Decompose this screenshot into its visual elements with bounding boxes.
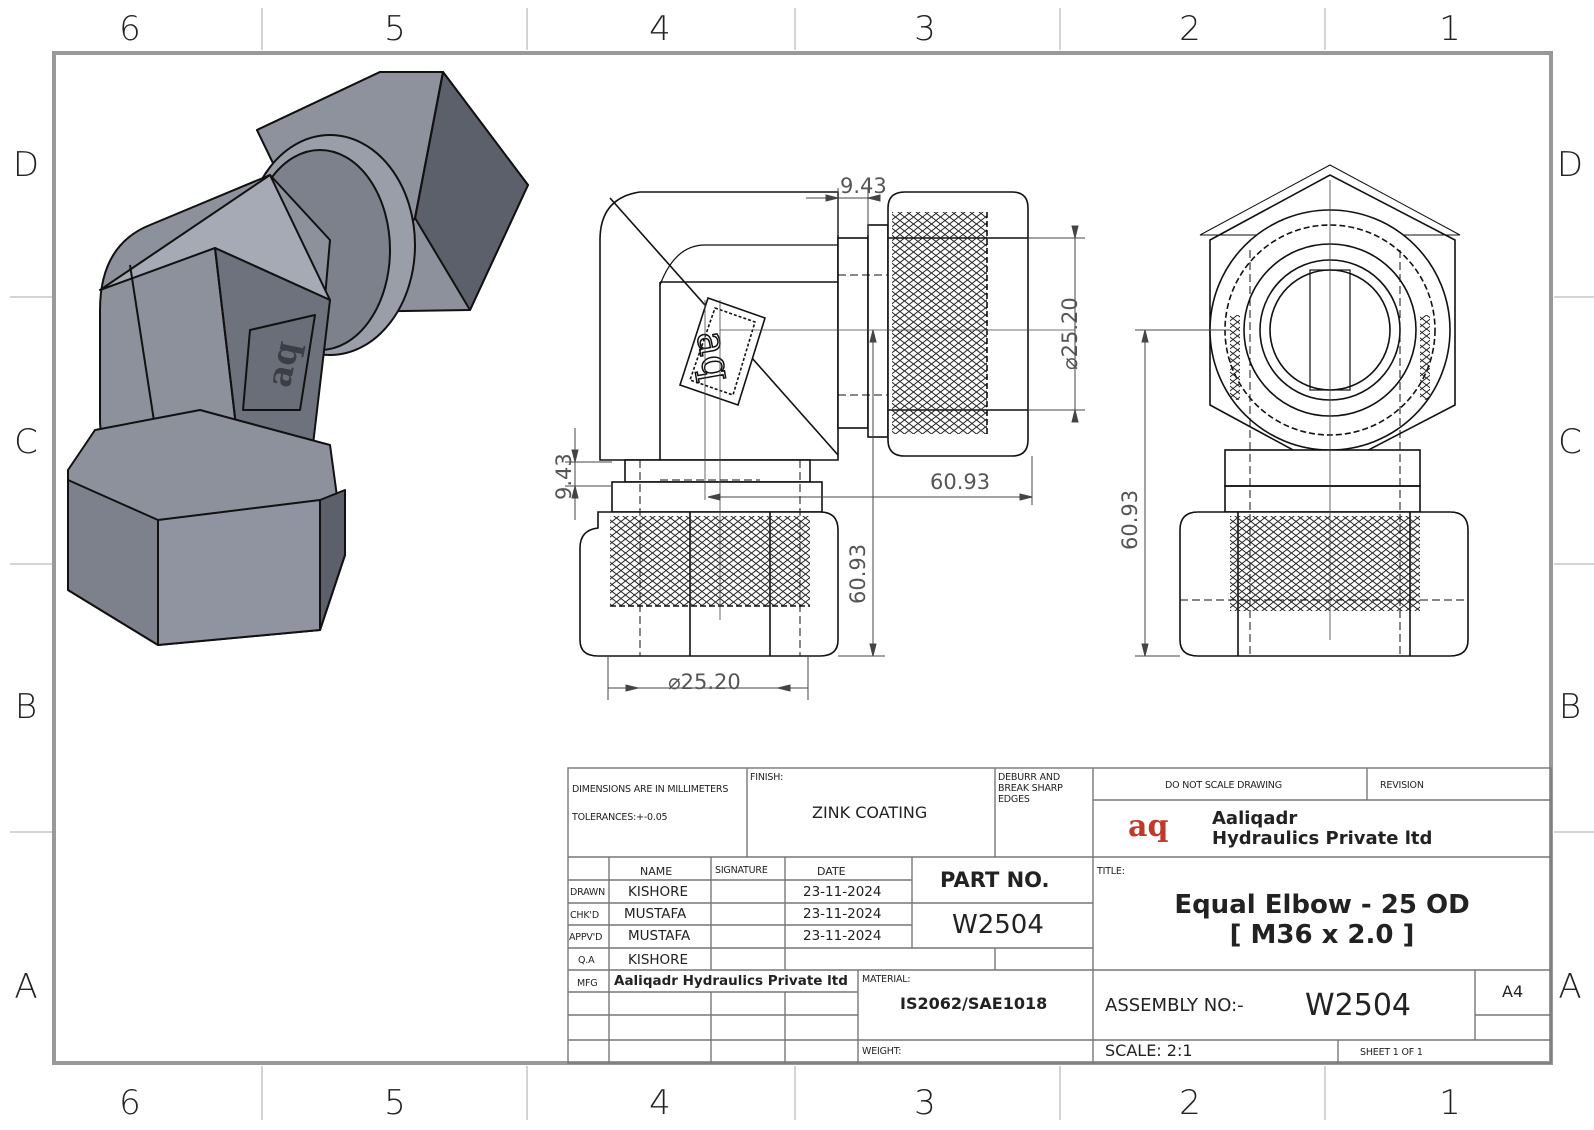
dim-height-side: 60.93 bbox=[1118, 489, 1142, 550]
zone-col-bottom-5: 5 bbox=[384, 1083, 406, 1123]
dims-note: DIMENSIONS ARE IN MILLIMETERS bbox=[572, 784, 729, 795]
diameter-symbol-bottom: ⌀ bbox=[668, 670, 681, 694]
weight-label: WEIGHT: bbox=[862, 1046, 902, 1057]
mfg-label: MFG bbox=[577, 978, 598, 989]
name-checked: MUSTAFA bbox=[624, 906, 687, 922]
zone-col-top-3: 3 bbox=[914, 9, 936, 49]
company-logo-mark: aq bbox=[1128, 809, 1169, 844]
zone-col-bottom-2: 2 bbox=[1179, 1083, 1201, 1123]
assembly-value: W2504 bbox=[1305, 988, 1412, 1023]
name-drawn: KISHORE bbox=[628, 884, 689, 900]
dim-thread-diameter-value: 25.20 bbox=[1058, 297, 1082, 358]
date-checked: 23-11-2024 bbox=[803, 906, 882, 922]
company-logo: aq bbox=[1128, 812, 1168, 842]
zone-row-right-b: B bbox=[1558, 687, 1582, 727]
dim-width: 60.93 bbox=[930, 470, 991, 494]
zone-row-right-a: A bbox=[1558, 967, 1582, 1007]
zone-row-left-b: B bbox=[14, 687, 38, 727]
col-signature-header: SIGNATURE bbox=[715, 865, 768, 876]
zone-col-top-6: 6 bbox=[119, 9, 141, 49]
finish-label: FINISH: bbox=[750, 772, 784, 783]
name-qa: KISHORE bbox=[628, 952, 689, 968]
front-view: aq bbox=[579, 191, 1075, 657]
zone-row-right-c: C bbox=[1558, 422, 1582, 462]
zone-col-top-5: 5 bbox=[384, 9, 406, 49]
finish-value: ZINK COATING bbox=[812, 803, 928, 822]
zone-row-left-c: C bbox=[14, 422, 38, 462]
svg-text:aq: aq bbox=[259, 338, 308, 391]
zone-col-bottom-1: 1 bbox=[1439, 1083, 1461, 1123]
zone-row-left-d: D bbox=[12, 145, 40, 185]
zone-col-top-2: 2 bbox=[1179, 9, 1201, 49]
date-approved: 23-11-2024 bbox=[803, 928, 882, 944]
revision-label: REVISION bbox=[1380, 780, 1424, 791]
col-name-header: NAME bbox=[640, 865, 673, 878]
title-block-grid bbox=[567, 767, 1552, 1064]
side-view bbox=[1179, 164, 1469, 657]
role-checked: CHK'D bbox=[570, 910, 599, 921]
do-not-scale-note: DO NOT SCALE DRAWING bbox=[1165, 780, 1282, 791]
dim-side-offset: 9.43 bbox=[552, 453, 576, 500]
dim-thread-diameter-bottom: ⌀25.20 bbox=[668, 670, 741, 694]
material-value: IS2062/SAE1018 bbox=[900, 994, 1048, 1013]
drawing-title-line1: Equal Elbow - 25 OD bbox=[1174, 890, 1470, 920]
isometric-view: aq bbox=[67, 71, 529, 646]
zone-row-left-a: A bbox=[14, 967, 38, 1007]
title-label: TITLE: bbox=[1097, 866, 1125, 877]
dim-top-offset: 9.43 bbox=[840, 174, 887, 198]
side-dimensions bbox=[1135, 329, 1230, 657]
name-approved: MUSTAFA bbox=[628, 928, 691, 944]
mfg-value: Aaliqadr Hydraulics Private ltd bbox=[614, 973, 848, 989]
date-drawn: 23-11-2024 bbox=[803, 884, 882, 900]
role-qa: Q.A bbox=[578, 955, 595, 966]
tolerances-note: TOLERANCES:+-0.05 bbox=[572, 812, 668, 823]
drawing-title-line2: [ M36 x 2.0 ] bbox=[1229, 920, 1415, 950]
sheet-number: SHEET 1 OF 1 bbox=[1360, 1047, 1423, 1058]
scale-label: SCALE: 2:1 bbox=[1105, 1041, 1193, 1060]
zone-col-top-4: 4 bbox=[649, 9, 671, 49]
part-no-value: W2504 bbox=[952, 910, 1044, 940]
zone-col-top-1: 1 bbox=[1439, 9, 1461, 49]
role-drawn: DRAWN bbox=[570, 887, 606, 898]
zone-col-bottom-3: 3 bbox=[914, 1083, 936, 1123]
sheet-size: A4 bbox=[1502, 982, 1524, 1001]
material-label: MATERIAL: bbox=[862, 974, 911, 985]
zone-col-bottom-4: 4 bbox=[649, 1083, 671, 1123]
zone-col-bottom-6: 6 bbox=[119, 1083, 141, 1123]
deburr-note: DEBURR AND BREAK SHARP EDGES bbox=[998, 772, 1063, 805]
role-approved: APPV'D bbox=[569, 932, 603, 943]
dim-thread-diameter: ⌀25.20 bbox=[1058, 297, 1082, 370]
dim-thread-diameter-bottom-value: 25.20 bbox=[680, 670, 741, 694]
dim-height-front: 60.93 bbox=[846, 543, 870, 604]
diameter-symbol: ⌀ bbox=[1058, 357, 1082, 370]
company-name-line1: Aaliqadr bbox=[1212, 808, 1298, 829]
zone-row-right-d: D bbox=[1556, 145, 1584, 185]
col-date-header: DATE bbox=[817, 865, 846, 878]
front-dimensions bbox=[565, 188, 1085, 700]
svg-text:aq: aq bbox=[687, 328, 741, 385]
assembly-label: ASSEMBLY NO:- bbox=[1105, 995, 1244, 1016]
company-name-line2: Hydraulics Private ltd bbox=[1212, 828, 1433, 849]
part-no-label: PART NO. bbox=[940, 868, 1050, 892]
